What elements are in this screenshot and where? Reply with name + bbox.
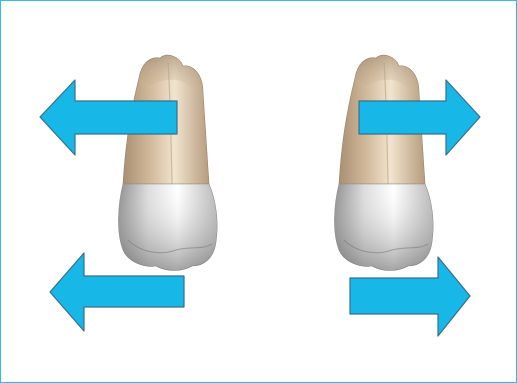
- right-tooth: [334, 55, 433, 270]
- right-tooth-crown-arrow: [350, 257, 470, 336]
- left-tooth: [118, 55, 217, 270]
